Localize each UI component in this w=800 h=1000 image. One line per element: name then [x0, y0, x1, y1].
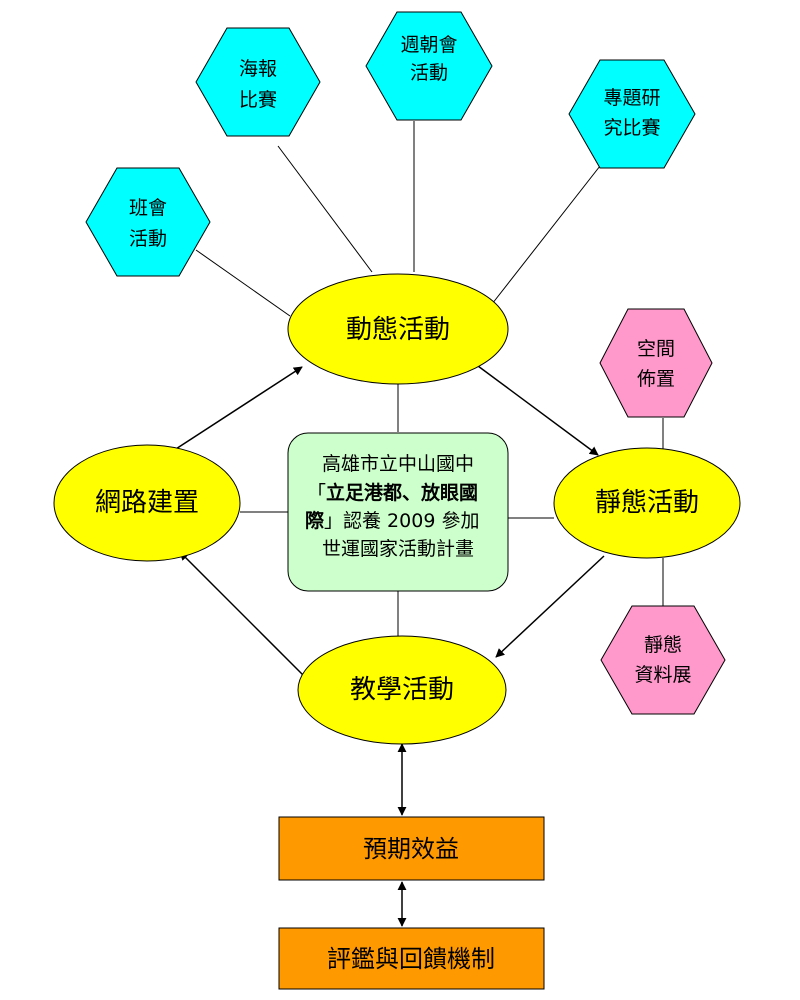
connector-lines [195, 121, 664, 636]
hexagon-shape [195, 27, 321, 137]
ellipse-shape [53, 444, 241, 562]
hexagon-label-line2: 活動 [129, 228, 167, 250]
center-bold-char: 際 [305, 509, 325, 532]
center-text-rest: 」認養 2009 參加 [324, 510, 479, 532]
center-text-line4: 世運國家活動計畫 [322, 538, 474, 560]
ellipse-dynamic-activities: 動態活動 [287, 273, 509, 385]
hexagon-research: 專題研 究比賽 [568, 59, 696, 169]
hexagon-poster: 海報 比賽 [195, 27, 321, 137]
hexagon-label-line1: 靜態 [644, 634, 682, 656]
ellipse-label: 教學活動 [350, 675, 454, 705]
arrow-static-to-teaching [495, 555, 605, 658]
ellipse-label: 靜態活動 [595, 488, 699, 518]
arrow-teaching-to-network [179, 551, 305, 677]
ellipse-teaching-activities: 教學活動 [297, 635, 507, 745]
arrows [161, 365, 605, 927]
center-bold-phrase: 立足港都、放眼國 [326, 481, 478, 504]
box-label: 預期效益 [363, 835, 459, 863]
center-bracket-open: 「 [307, 482, 326, 504]
center-project-box: 高雄市立中山國中 「立足港都、放眼國 際」認養 2009 參加 世運國家活動計畫 [287, 432, 509, 592]
hexagon-label-line2: 究比賽 [603, 117, 660, 139]
hexagon-shape [568, 59, 696, 169]
line-poster-dynamic [277, 145, 373, 273]
ellipse-shape [297, 635, 507, 745]
line-classmeeting-dynamic [195, 249, 291, 317]
hexagon-label-line1: 空間 [637, 338, 675, 360]
hexagon-label-line1: 週朝會 [400, 34, 457, 56]
hexagon-assembly: 週朝會 活動 [365, 11, 493, 121]
line-research-dynamic [491, 165, 601, 305]
hexagon-label-line2: 活動 [410, 62, 448, 84]
ellipse-label: 網路建置 [95, 488, 199, 518]
box-label: 評鑑與回饋機制 [327, 945, 495, 973]
ellipse-shape [287, 273, 509, 385]
hexagon-shape [599, 308, 713, 418]
hexagon-class-meeting: 班會 活動 [85, 167, 211, 277]
ellipse-static-activities: 靜態活動 [553, 447, 741, 559]
center-text-line1: 高雄市立中山國中 [322, 453, 474, 475]
ellipse-shape [553, 447, 741, 559]
hexagon-static-exhibit: 靜態 資料展 [600, 605, 726, 715]
hexagon-shape [85, 167, 211, 277]
hexagon-space: 空間 佈置 [599, 308, 713, 418]
hexagon-label-line2: 比賽 [239, 89, 277, 111]
arrow-network-to-dynamic [161, 366, 303, 459]
box-expected-benefits: 預期效益 [278, 816, 545, 881]
hexagon-label-line2: 資料展 [634, 664, 691, 686]
box-evaluation-feedback: 評鑑與回饋機制 [278, 927, 545, 990]
ellipse-network-building: 網路建置 [53, 444, 241, 562]
box-shape [278, 816, 545, 881]
center-text-line3: 際」認養 2009 參加 [305, 509, 479, 532]
ellipse-label: 動態活動 [346, 315, 450, 345]
hexagon-shape [600, 605, 726, 715]
hexagon-label-line1: 班會 [129, 197, 167, 219]
hexagon-label-line2: 佈置 [637, 368, 675, 390]
arrow-dynamic-to-static [477, 365, 599, 456]
center-box-shape [287, 432, 509, 592]
hexagon-label-line1: 專題研 [603, 87, 660, 109]
hexagon-label-line1: 海報 [239, 58, 277, 80]
box-shape [278, 927, 545, 990]
center-text-line2: 「立足港都、放眼國 [307, 481, 478, 504]
hexagon-shape [365, 11, 493, 121]
